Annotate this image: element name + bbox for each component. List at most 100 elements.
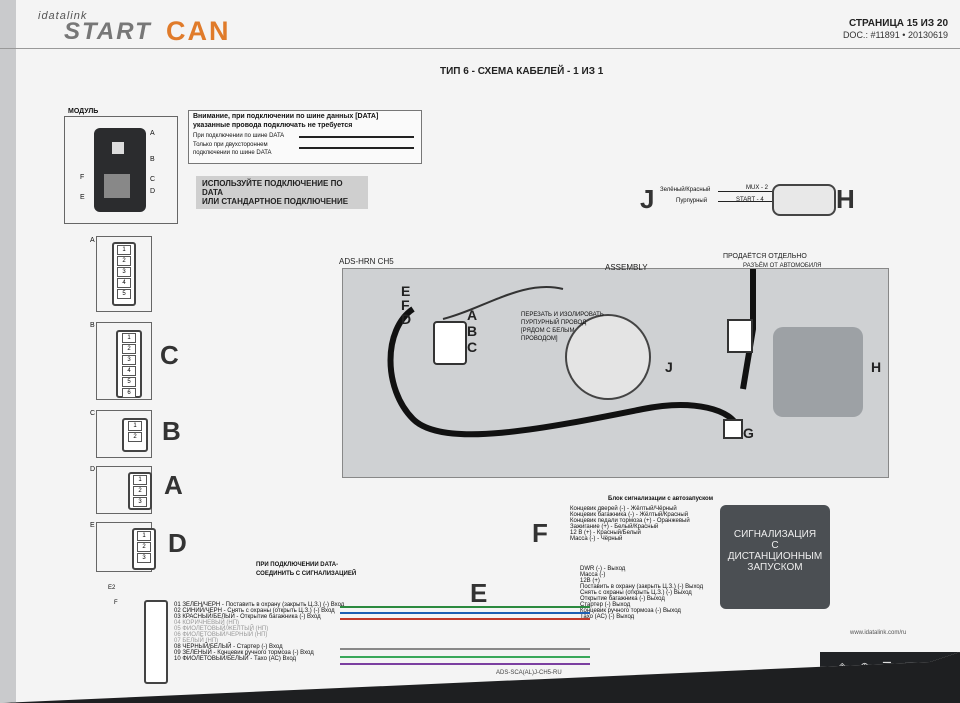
pin: 1 <box>128 421 142 431</box>
connector-a: 1 2 3 4 5 <box>112 242 136 306</box>
pin: 2 <box>128 432 142 442</box>
footer-url: www.idatalink.com/ru <box>850 630 907 636</box>
connector-a2-letter: A <box>164 470 183 500</box>
warning-line-a <box>299 136 414 138</box>
f-wire-item: 02 СИНИЙ/ЧЕРН - Снять с охраны (открыть … <box>174 608 335 614</box>
alarm-remote-start-box: СИГНАЛИЗАЦИЯ С ДИСТАНЦИОННЫМ ЗАПУСКОМ <box>720 505 830 609</box>
pin: 1 <box>122 333 136 343</box>
connector-a2: 1 2 3 <box>128 472 152 510</box>
alarm-f-list: Концевик дверей (-) - Жёлтый/Чёрный Конц… <box>570 506 710 542</box>
pin: 2 <box>117 256 131 266</box>
f-label-bottom: F <box>114 600 118 606</box>
module-port-a: A <box>150 130 155 137</box>
mux-label: MUX - 2 <box>746 185 769 191</box>
alarm-e-item: Открытие багажника (-) Выход <box>580 596 665 602</box>
alarm-f-item: Концевик педали тормоза (+) - Оранжевый <box>570 518 690 524</box>
j-wire-2: Пурпурный <box>676 198 708 204</box>
connection-banner-line2: ИЛИ СТАНДАРТНОЕ ПОДКЛЮЧЕНИЕ <box>202 197 349 206</box>
harness-wire-main <box>387 306 741 438</box>
alarm-line4: ЗАПУСКОМ <box>747 562 803 573</box>
wire-red <box>340 618 590 620</box>
warning-two-way-1: Только при двухстороннем <box>193 142 268 148</box>
f-wire-item: 04 КОРИЧНЕВЫЙ (НП) <box>174 620 240 626</box>
assembly-letter-f: F <box>401 297 410 313</box>
connector-a-frame <box>96 236 152 312</box>
sold-separately-label: ПРОДАЁТСЯ ОТДЕЛЬНО <box>723 253 807 260</box>
connector-c-letter: C <box>160 340 179 370</box>
f-wire-item: 08 ЧЕРНЫЙ/БЕЛЫЙ - Стартер (-) Вход <box>174 644 283 650</box>
connector-d: 1 2 3 <box>132 528 156 570</box>
header-divider <box>0 48 960 49</box>
pin: 3 <box>122 355 136 365</box>
pin: 5 <box>117 289 131 299</box>
alarm-f-item: Масса (-) - Чёрный <box>570 536 623 542</box>
alarm-e-list: DWR (-) - Выход Масса (-) 12В (+) Постав… <box>580 566 710 620</box>
ignition-cylinder <box>773 327 863 417</box>
wire-green <box>340 606 590 608</box>
f-wire-item: 03 КРАСНЫЙ/БЕЛЫЙ - Открытие багажника (-… <box>174 614 321 620</box>
pin: 1 <box>137 531 151 541</box>
assembly-letter-b: B <box>467 323 478 339</box>
alarm-line3: ДИСТАНЦИОННЫМ <box>727 551 823 562</box>
car-connector-label: РАЗЪЁМ ОТ АВТОМОБИЛЯ <box>743 263 822 269</box>
alarm-e-item: Снять с охраны (открыть Ц.З.) (-) Выход <box>580 590 692 596</box>
warning-two-way-2: подключении по шине DATA <box>193 150 272 156</box>
pin: 2 <box>133 486 147 496</box>
alarm-e-item: Стартер (-) Выход <box>580 602 631 608</box>
e-letter: E <box>470 578 488 608</box>
assembly-letter-j: J <box>665 359 673 375</box>
pin: 3 <box>137 553 151 563</box>
module-led <box>112 142 124 154</box>
car-wire <box>740 269 756 390</box>
page-title: ТИП 6 - СХЕМА КАБЕЛЕЙ - 1 ИЗ 1 <box>440 66 604 77</box>
alarm-line2: С <box>771 540 779 551</box>
pin: 1 <box>117 245 131 255</box>
pin: 5 <box>122 377 136 387</box>
f-wire-item: 01 ЗЕЛЕН/ЧЕРН - Поставить в охрану (закр… <box>174 602 345 608</box>
alarm-e-item: Концевик ручного тормоза (-) Выход <box>580 608 681 614</box>
f-wire-item: 06 ФИОЛЕТОВЫЙ/ЧЕРНЫЙ (НП) <box>174 632 268 638</box>
warning-line2: указанные провода подключать не требуетс… <box>193 122 353 129</box>
f-wire-item: 09 ЗЕЛЕНЫЙ - Концевик ручного тормоза (-… <box>174 650 314 656</box>
connection-banner: ИСПОЛЬЗУЙТЕ ПОДКЛЮЧЕНИЕ ПО DATA ИЛИ СТАН… <box>196 176 368 209</box>
warning-line-b <box>299 147 414 149</box>
connector-b-letter: B <box>162 416 181 446</box>
harness-wire-thin <box>442 286 564 320</box>
pin: 4 <box>117 278 131 288</box>
cut-insulate-note: ПЕРЕЗАТЬ И ИЗОЛИРОВАТЬ ПУРПУРНЫЙ ПРОВОД … <box>521 311 611 343</box>
alarm-f-item: 12 В (+) - Красный/Белый <box>570 530 641 536</box>
connector-c: 1 2 3 4 5 6 <box>116 330 142 398</box>
assembly-letter-c: C <box>467 339 478 355</box>
connector-d-letter: D <box>168 528 187 558</box>
pin: 3 <box>133 497 147 507</box>
assembly-letter-g: G <box>743 425 754 441</box>
pin: 2 <box>122 344 136 354</box>
assembly-harness-label: ADS-HRN CH5 <box>339 257 394 266</box>
alarm-line1: СИГНАЛИЗАЦИЯ <box>733 529 817 540</box>
pin: 4 <box>122 366 136 376</box>
f-wire-item: 07 БЕЛЫЙ (НП) <box>174 638 219 644</box>
alarm-e-item: DWR (-) - Выход <box>580 566 626 572</box>
connector-b-label: B <box>90 322 95 329</box>
logo-can: CAN <box>166 16 231 46</box>
page-number: СТРАНИЦА 15 ИЗ 20 <box>848 18 948 29</box>
connector-c-frame <box>96 410 152 458</box>
j-wire-1-line <box>718 191 774 192</box>
assembly-panel: ADS-HRN CH5 ASSEMBLY ПРОДАЁТСЯ ОТДЕЛЬНО … <box>339 253 889 478</box>
connector-c-label: C <box>90 410 96 417</box>
connector-f <box>144 600 168 684</box>
module-port-f: F <box>80 174 85 181</box>
j-letter-top: J <box>640 184 655 214</box>
doc-number: DOC.: #11891 • 20130619 <box>842 30 948 40</box>
assembly-wiring-svg <box>387 269 756 438</box>
warning-data-only: При подключении по шине DATA <box>193 133 285 139</box>
data-warning-box: Внимание, при подключении по шине данных… <box>188 110 422 164</box>
module-frame <box>64 116 178 224</box>
wire-blue <box>340 612 590 614</box>
assembly-letter-h: H <box>871 359 882 375</box>
left-sidebar <box>0 0 16 703</box>
connector-a-label: A <box>90 237 95 244</box>
pin: 2 <box>137 542 151 552</box>
j-wire-2-line <box>718 201 774 202</box>
